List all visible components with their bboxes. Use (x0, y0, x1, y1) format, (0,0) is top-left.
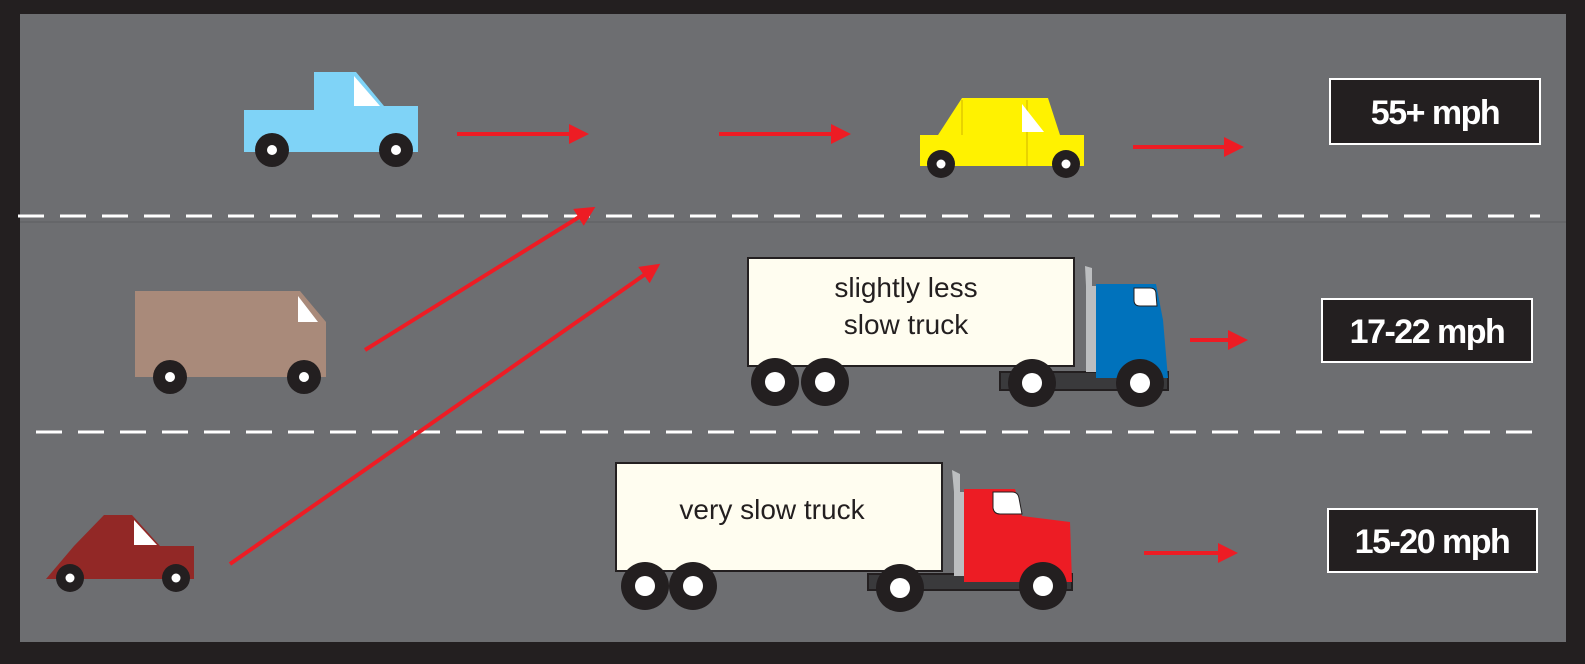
speed-box-bottom-lane: 15-20 mph (1327, 508, 1538, 573)
brown-van (135, 291, 326, 394)
red-truck-label: very slow truck (679, 494, 865, 525)
light-blue-pickup (244, 72, 418, 167)
speed-box-top-lane: 55+ mph (1329, 78, 1541, 145)
pickup-wheel-rear (255, 133, 289, 167)
van-wheel-front (287, 360, 321, 394)
pickup-wheel-front (379, 133, 413, 167)
arrow-van-lane-change (363, 206, 596, 352)
blue-truck-cab (1096, 284, 1168, 378)
blue-truck-window (1133, 287, 1158, 307)
yellow-car-wheel-rear (927, 150, 955, 178)
red-truck-exhaust (954, 492, 964, 576)
blue-truck-wheels (751, 358, 1164, 407)
dark-red-car (46, 515, 194, 592)
speed-label-middle-lane: 17-22 mph (1350, 313, 1505, 351)
blue-semi-truck: slightly less slow truck (747, 257, 1169, 407)
blue-truck-label-line1: slightly less (834, 272, 977, 303)
blue-truck-exhaust (1086, 286, 1096, 372)
red-truck-window (992, 491, 1023, 515)
yellow-car (920, 98, 1084, 178)
blue-truck-trailer (747, 257, 1075, 367)
red-car-wheel-rear (56, 564, 84, 592)
red-car-wheel-front (162, 564, 190, 592)
red-truck-trailer (615, 462, 943, 572)
blue-truck-label-line2: slow truck (844, 309, 969, 340)
red-truck-wheels (621, 562, 1067, 612)
arrow-red-car-lane-change (228, 263, 661, 566)
red-semi-truck: very slow truck (615, 462, 1073, 612)
speed-label-top-lane: 55+ mph (1371, 94, 1499, 132)
speed-box-middle-lane: 17-22 mph (1321, 298, 1533, 363)
speed-label-bottom-lane: 15-20 mph (1355, 523, 1510, 561)
red-truck-cab (964, 489, 1072, 582)
yellow-car-wheel-front (1052, 150, 1080, 178)
van-wheel-rear (153, 360, 187, 394)
